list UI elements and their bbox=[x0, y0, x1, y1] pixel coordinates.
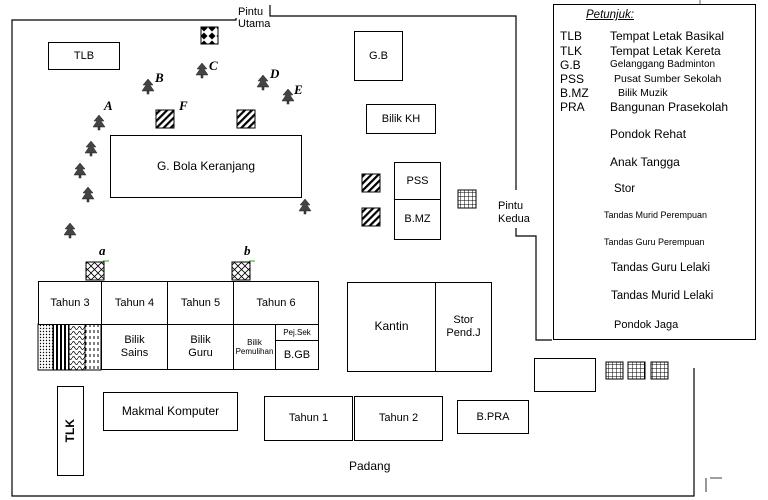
legend-desc-gb: Gelanggang Badminton bbox=[610, 59, 716, 70]
tree-icon bbox=[256, 74, 270, 91]
legend-key-pss: PSS bbox=[560, 72, 585, 86]
tree-label-c: C bbox=[209, 58, 218, 73]
legend-tandas-guru-perempuan: Tandas Guru Perempuan bbox=[604, 237, 705, 247]
badminton-court: G.B bbox=[354, 31, 403, 81]
tree-label-b-upper: B bbox=[155, 70, 164, 85]
tree-icon bbox=[141, 78, 155, 95]
legend-anak-tangga: Anak Tangga bbox=[610, 155, 680, 169]
office-room: Pej.Sek bbox=[275, 324, 319, 341]
resource-centre: PSS bbox=[394, 162, 441, 200]
tree-icon bbox=[195, 62, 209, 79]
tree-icon bbox=[84, 140, 98, 157]
legend-pondok-jaga: Pondok Jaga bbox=[614, 319, 679, 331]
second-entrance-label: Pintu Kedua bbox=[498, 200, 530, 225]
field-label: Padang bbox=[349, 459, 391, 473]
tree-label-d: D bbox=[270, 66, 280, 81]
tahun-6: Tahun 6 bbox=[233, 281, 319, 325]
science-room: Bilik Sains bbox=[101, 324, 168, 370]
legend-box bbox=[553, 4, 756, 340]
tree-icon bbox=[73, 162, 87, 179]
tree-label-a-upper: A bbox=[104, 98, 113, 113]
bicycle-parking: TLB bbox=[48, 42, 120, 70]
tahun-5-label: Tahun 5 bbox=[180, 296, 221, 309]
tahun-4-label: Tahun 4 bbox=[114, 296, 155, 309]
tahun-3-label: Tahun 3 bbox=[50, 296, 90, 309]
teachers-room-label: Bilik Guru bbox=[188, 334, 213, 359]
legend-tandas-guru-lelaki: Tandas Guru Lelaki bbox=[611, 262, 711, 274]
bicycle-parking-label: TLB bbox=[73, 49, 95, 62]
pend-j-store: Stor Pend.J bbox=[435, 282, 492, 372]
legend-key-pra: PRA bbox=[560, 100, 585, 114]
basketball-court-label: G. Bola Keranjang bbox=[156, 158, 256, 173]
legend-key-tlk: TLK bbox=[560, 44, 583, 58]
tree-label-a-lower: a bbox=[99, 243, 106, 258]
legend-tandas-murid-perempuan: Tandas Murid Perempuan bbox=[604, 210, 708, 220]
computer-lab: Makmal Komputer bbox=[103, 392, 238, 431]
science-room-label: Bilik Sains bbox=[120, 334, 149, 359]
tahun-1: Tahun 1 bbox=[264, 396, 353, 441]
legend-desc-pra: Bangunan Prasekolah bbox=[610, 100, 729, 114]
remedial-room-label: Bilik Pemulihan bbox=[235, 337, 274, 356]
tahun-2-label: Tahun 2 bbox=[378, 412, 419, 425]
legend-tandas-murid-lelaki: Tandas Murid Lelaki bbox=[611, 290, 714, 302]
canteen-label: Kantin bbox=[374, 319, 409, 334]
legend-key-gb: G.B bbox=[560, 58, 581, 72]
bgb-room-label: B.GB bbox=[283, 348, 311, 361]
computer-lab-label: Makmal Komputer bbox=[121, 403, 220, 418]
tahun-4: Tahun 4 bbox=[101, 281, 168, 325]
tree-label-f: F bbox=[179, 98, 188, 113]
tahun-5: Tahun 5 bbox=[167, 281, 234, 325]
tree-icon bbox=[298, 198, 312, 215]
legend-desc-pss: Pusat Sumber Sekolah bbox=[614, 73, 722, 85]
pend-j-store-label: Stor Pend.J bbox=[446, 314, 481, 339]
main-entrance-label: Pintu Utama bbox=[238, 6, 271, 30]
resource-centre-label: PSS bbox=[406, 174, 429, 187]
legend-key-tlb: TLB bbox=[560, 29, 583, 43]
music-room: B.MZ bbox=[394, 199, 441, 240]
badminton-court-label: G.B bbox=[369, 49, 388, 62]
tahun-1-label: Tahun 1 bbox=[288, 412, 329, 425]
tahun-6-label: Tahun 6 bbox=[256, 296, 296, 309]
teachers-room: Bilik Guru bbox=[167, 324, 234, 370]
tree-label-e: E bbox=[294, 82, 303, 97]
preschool-building-label: B.PRA bbox=[476, 410, 510, 423]
bgb-room: B.GB bbox=[275, 340, 319, 370]
tree-label-b-lower: b bbox=[244, 243, 251, 258]
preschool-building: B.PRA bbox=[457, 400, 529, 434]
car-parking: TLK bbox=[57, 386, 84, 476]
empty-building bbox=[534, 358, 596, 392]
canteen: Kantin bbox=[347, 282, 436, 372]
tree-icon bbox=[281, 88, 295, 105]
tahun-3: Tahun 3 bbox=[38, 281, 102, 325]
legend-pondok-rehat: Pondok Rehat bbox=[610, 127, 687, 141]
legend-desc-tlb: Tempat Letak Basikal bbox=[610, 29, 725, 43]
bilik-kh-label: Bilik KH bbox=[381, 112, 421, 125]
legend-desc-bmz: Bilik Muzik bbox=[618, 87, 668, 99]
legend-stor: Stor bbox=[614, 183, 636, 195]
tree-icon bbox=[81, 186, 95, 203]
tahun-2: Tahun 2 bbox=[354, 396, 443, 441]
legend-desc-tlk: Tempat Letak Kereta bbox=[610, 44, 721, 58]
music-room-label: B.MZ bbox=[404, 213, 431, 226]
legend-key-bmz: B.MZ bbox=[560, 86, 589, 100]
bilik-kh: Bilik KH bbox=[366, 104, 436, 134]
tree-icon bbox=[63, 222, 77, 239]
remedial-room: Bilik Pemulihan bbox=[233, 324, 276, 370]
car-parking-label: TLK bbox=[62, 419, 77, 443]
basketball-court: G. Bola Keranjang bbox=[110, 135, 302, 198]
tree-icon bbox=[92, 114, 106, 131]
legend-title: Petunjuk: bbox=[586, 9, 634, 21]
office-room-label: Pej.Sek bbox=[283, 327, 311, 337]
